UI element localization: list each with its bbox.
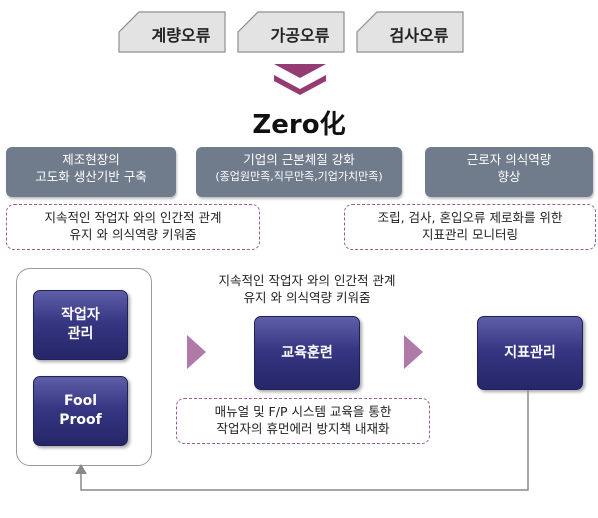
tab-label: 가공오류	[270, 26, 330, 45]
goal-box-company-constitution: 기업의 근본체질 강화 (종업원만족,직무만족,기업가치만족)	[196, 147, 402, 197]
goal-line: 제조현장의	[62, 152, 120, 167]
note-line: 지속적인 작업자 와의 인간적 관계	[44, 210, 222, 225]
tab-processing-error: 가공오류	[236, 10, 346, 54]
goal-line: 고도화 생산기반 구축	[35, 169, 147, 184]
tab-label: 계량오류	[151, 26, 211, 45]
worker-management-box: 작업자 관리	[33, 290, 128, 360]
note-line: 유지 와 의식역량 키워줌	[69, 227, 197, 242]
note-line: 지표관리 모니터링	[422, 227, 518, 242]
goal-line: 근로자 의식역량	[466, 152, 552, 167]
fool-proof-box: Fool Proof	[33, 376, 128, 446]
chevron-down-icon	[274, 64, 326, 95]
note-bottom: 매뉴얼 및 F/P 시스템 교육을 통한 작업자의 휴먼에러 방지책 내재화	[176, 398, 430, 444]
box-label: 지표관리	[504, 344, 556, 361]
arrow-right-icon	[187, 335, 206, 369]
arrow-right-icon	[404, 335, 423, 369]
box-line: Proof	[59, 412, 102, 428]
box-line: Fool	[63, 393, 98, 409]
note-left: 지속적인 작업자 와의 인간적 관계 유지 와 의식역량 키워줌	[6, 204, 260, 250]
arrow-up-icon	[75, 464, 87, 474]
tab-inspection-error: 검사오류	[355, 10, 465, 54]
note-line: 지속적인 작업자 와의 인간적 관계	[218, 273, 396, 288]
goal-line: (종업원만족,직무만족,기업가치만족)	[215, 170, 383, 183]
note-line: 작업자의 휴먼에러 방지책 내재화	[216, 421, 390, 436]
note-middle: 지속적인 작업자 와의 인간적 관계 유지 와 의식역량 키워줌	[182, 272, 432, 306]
indicator-management-box: 지표관리	[477, 316, 583, 390]
box-line: 관리	[67, 326, 94, 342]
tab-shape	[356, 11, 464, 53]
note-line: 유지 와 의식역량 키워줌	[243, 290, 371, 305]
worker-group-container	[16, 268, 152, 466]
tab-label: 검사오류	[389, 26, 449, 45]
note-line: 조립, 검사, 혼입오류 제로화를 위한	[377, 210, 563, 225]
goal-line: 기업의 근본체질 강화	[243, 152, 355, 167]
tab-shape	[118, 11, 226, 53]
tab-shape	[237, 11, 345, 53]
goal-box-worker-awareness: 근로자 의식역량 향상	[425, 147, 593, 197]
headline: Zero化	[252, 110, 346, 140]
box-label: 교육훈련	[281, 344, 333, 361]
education-training-box: 교육훈련	[254, 316, 360, 390]
tab-measurement-error: 계량오류	[117, 10, 227, 54]
note-line: 매뉴얼 및 F/P 시스템 교육을 통한	[214, 404, 392, 419]
goal-box-production-base: 제조현장의 고도화 생산기반 구축	[6, 147, 176, 197]
goal-line: 향상	[497, 169, 521, 184]
box-line: 작업자	[61, 307, 100, 323]
note-right: 조립, 검사, 혼입오류 제로화를 위한 지표관리 모니터링	[344, 204, 596, 250]
